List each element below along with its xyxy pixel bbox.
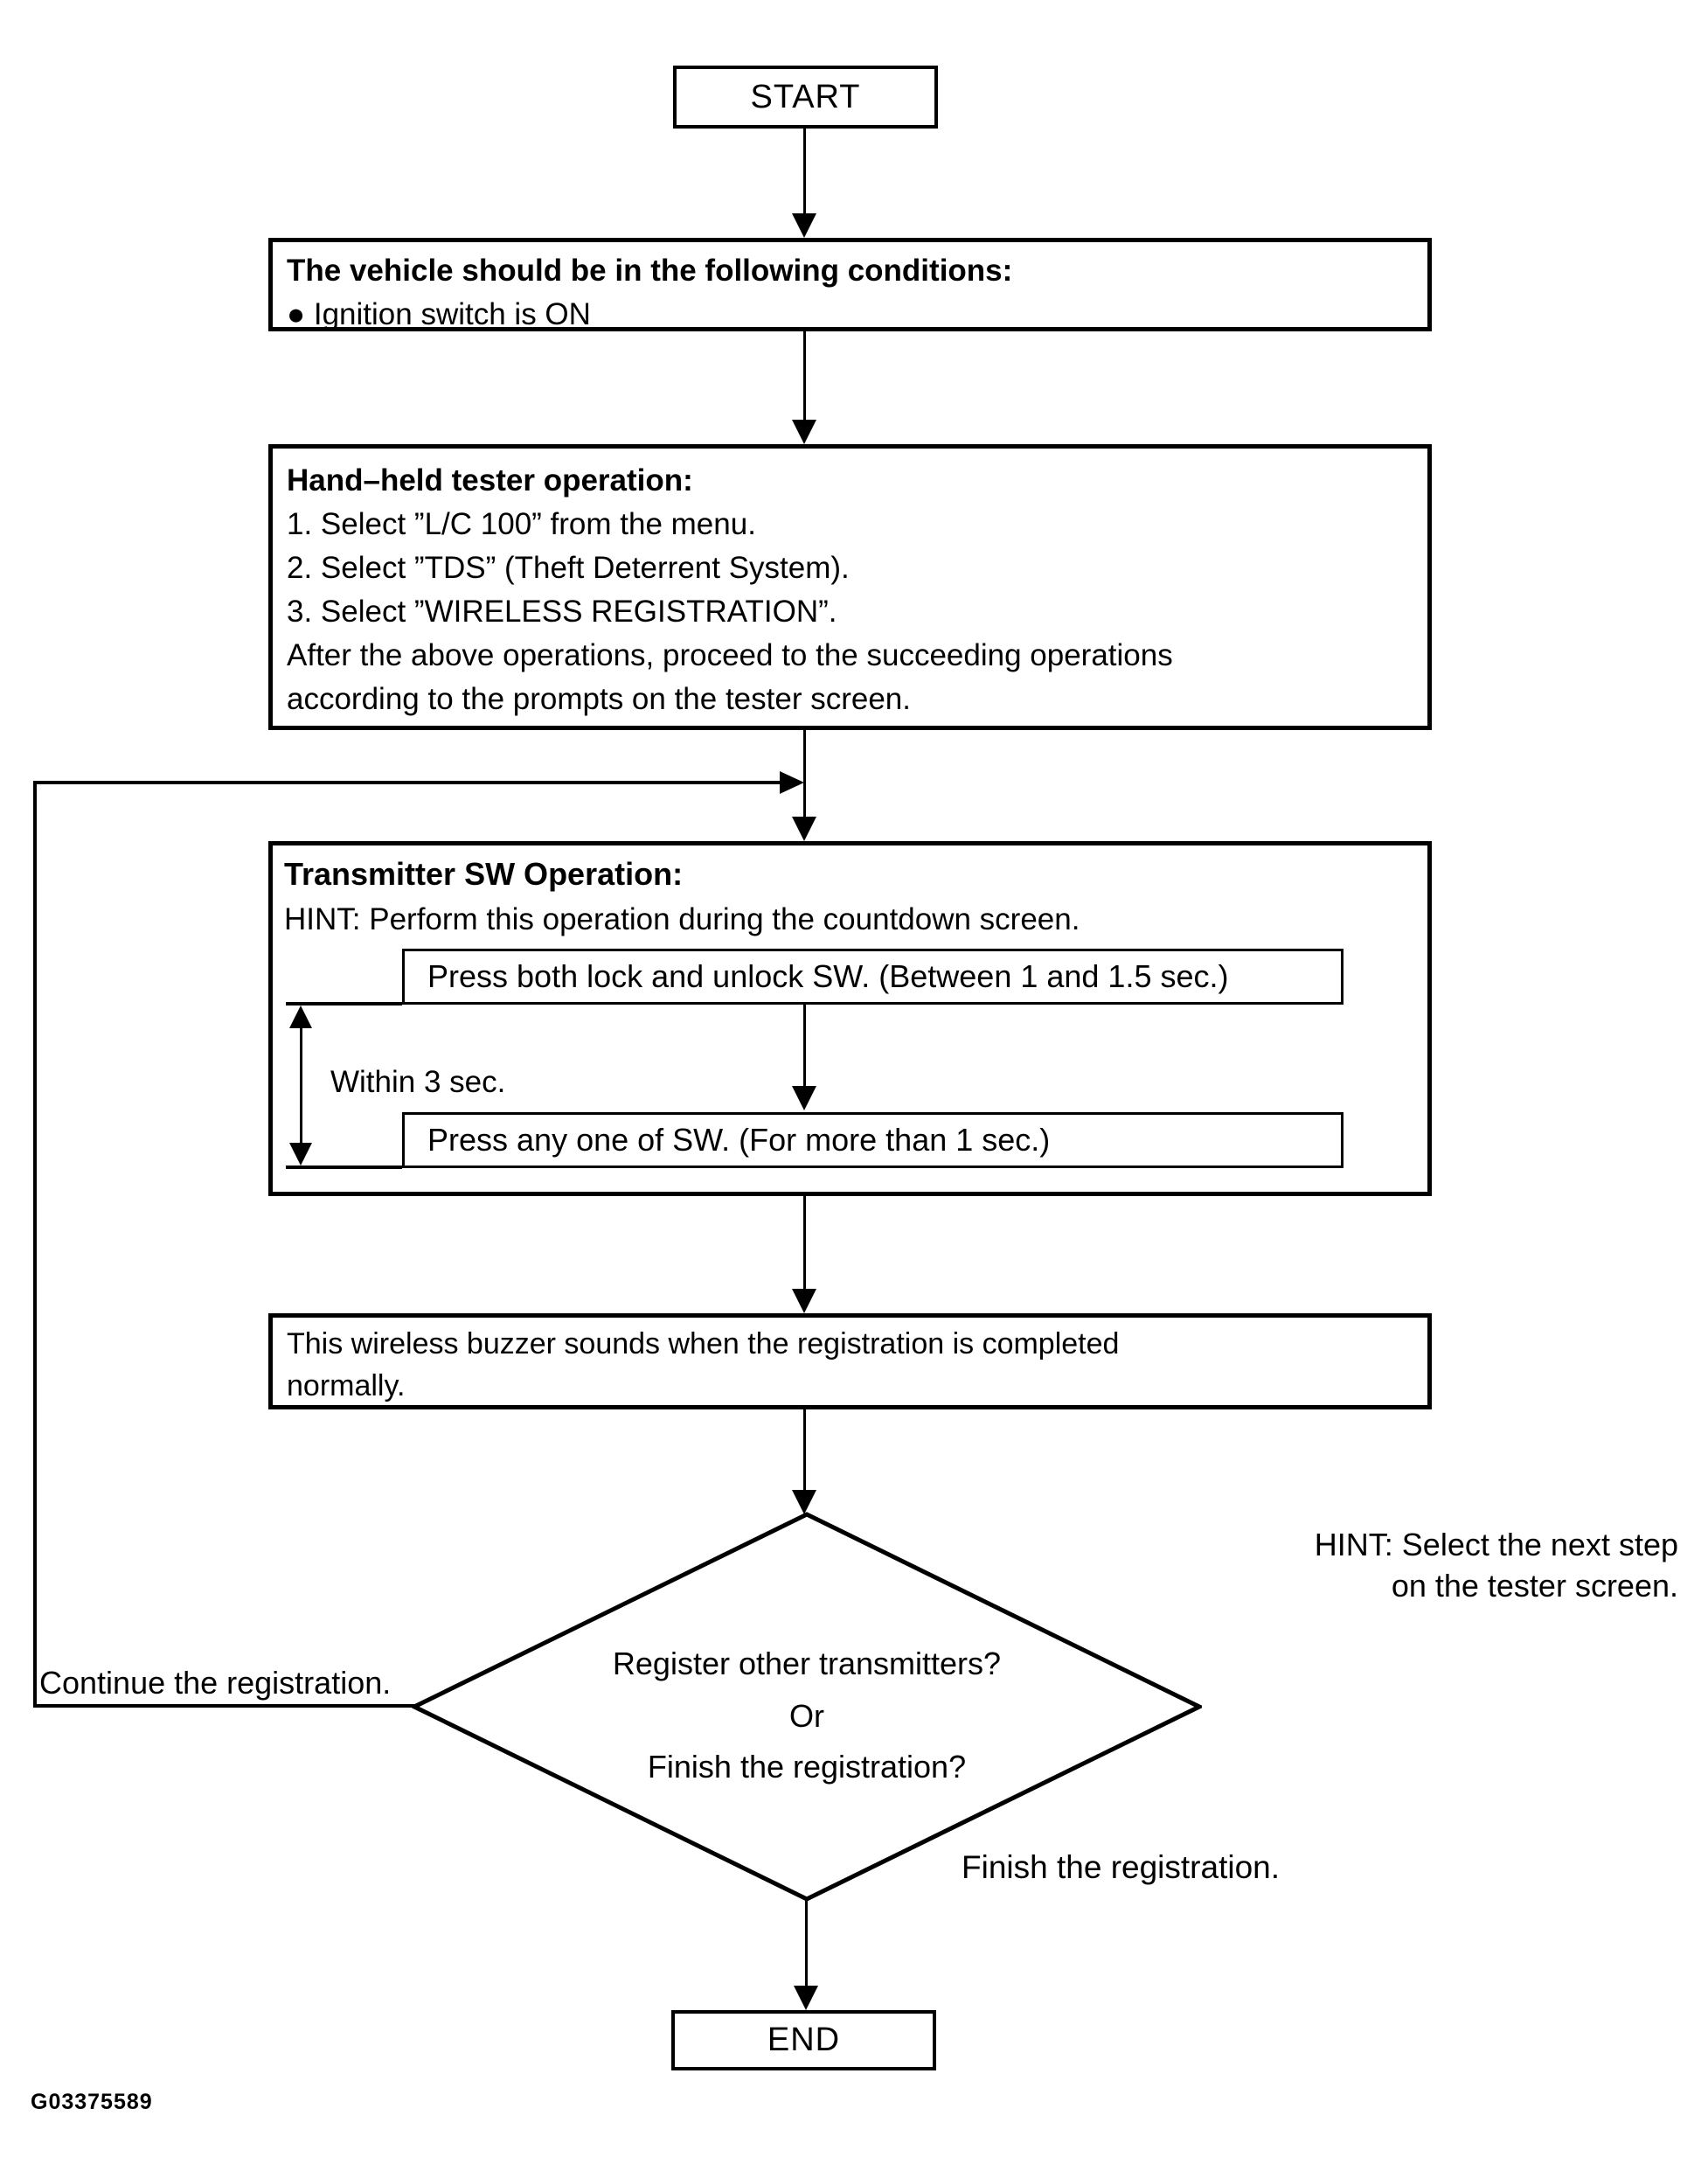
continue-branch-label: Continue the registration. xyxy=(39,1665,392,1701)
tester-step-3: 3. Select ”WIRELESS REGISTRATION”. xyxy=(287,595,837,629)
tester-step-1: 1. Select ”L/C 100” from the menu. xyxy=(287,507,756,541)
end-node: END xyxy=(671,2010,936,2070)
vehicle-conditions-node: The vehicle should be in the following c… xyxy=(268,238,1432,331)
end-label: END xyxy=(767,2021,841,2058)
arrowhead-down-icon xyxy=(792,817,816,841)
connector-start-to-conditions xyxy=(803,129,806,213)
interval-tick-bottom xyxy=(286,1166,402,1169)
interval-tick-top xyxy=(286,1002,402,1005)
vehicle-conditions-bullet: ● Ignition switch is ON xyxy=(287,297,591,331)
arrowhead-down-icon xyxy=(792,420,816,444)
connector-conditions-to-tester xyxy=(803,331,806,420)
loopback-top-line xyxy=(35,781,780,784)
interval-label: Within 3 sec. xyxy=(330,1065,506,1099)
finish-branch-label: Finish the registration. xyxy=(962,1849,1281,1885)
interval-arrow-shaft xyxy=(300,1012,302,1159)
connector-tester-to-transmitter xyxy=(803,730,806,817)
arrowhead-down-icon xyxy=(792,1086,816,1110)
decision-line1: Register other transmitters? xyxy=(612,1646,1002,1681)
arrowhead-down-icon xyxy=(794,1986,818,2010)
start-node: START xyxy=(673,66,938,129)
connector-buzzer-to-decision xyxy=(803,1409,806,1490)
buzzer-line1: This wireless buzzer sounds when the reg… xyxy=(287,1327,1120,1360)
tester-step-2: 2. Select ”TDS” (Theft Deterrent System)… xyxy=(287,551,850,585)
arrowhead-down-icon xyxy=(289,1143,312,1166)
decision-hint-line1: HINT: Select the next step xyxy=(1314,1527,1678,1562)
tester-operation-node: Hand–held tester operation: 1. Select ”L… xyxy=(268,444,1432,730)
arrowhead-right-icon xyxy=(780,771,804,794)
buzzer-line2: normally. xyxy=(287,1369,406,1402)
tester-operation-title: Hand–held tester operation: xyxy=(287,463,693,498)
press-any-label: Press any one of SW. (For more than 1 se… xyxy=(427,1122,1051,1158)
press-both-node: Press both lock and unlock SW. (Between … xyxy=(402,949,1343,1005)
tester-note-line2: according to the prompts on the tester s… xyxy=(287,682,911,716)
buzzer-node: This wireless buzzer sounds when the reg… xyxy=(268,1313,1432,1409)
loopback-bottom-line xyxy=(33,1704,415,1708)
connector-pressboth-to-pressany xyxy=(803,1005,806,1086)
decision-line2: Or xyxy=(789,1698,824,1734)
start-label: START xyxy=(750,78,861,115)
arrowhead-up-icon xyxy=(289,1005,312,1028)
tester-note-line1: After the above operations, proceed to t… xyxy=(287,638,1173,672)
decision-hint-line2: on the tester screen. xyxy=(1391,1568,1678,1604)
press-any-node: Press any one of SW. (For more than 1 se… xyxy=(402,1112,1343,1168)
figure-id: G03375589 xyxy=(31,2090,153,2114)
decision-hint-label: HINT: Select the next step on the tester… xyxy=(1206,1524,1678,1606)
connector-decision-to-end xyxy=(805,1899,808,1986)
press-both-label: Press both lock and unlock SW. (Between … xyxy=(427,958,1229,994)
vehicle-conditions-title: The vehicle should be in the following c… xyxy=(287,254,1013,288)
connector-transmitter-to-buzzer xyxy=(803,1196,806,1289)
arrowhead-down-icon xyxy=(792,1289,816,1313)
transmitter-operation-title: Transmitter SW Operation: xyxy=(284,856,684,892)
decision-line3: Finish the registration? xyxy=(647,1749,967,1785)
loopback-left-line xyxy=(33,781,37,1708)
arrowhead-down-icon xyxy=(792,1490,816,1514)
transmitter-operation-hint: HINT: Perform this operation during the … xyxy=(284,902,1080,936)
arrowhead-down-icon xyxy=(792,213,816,238)
